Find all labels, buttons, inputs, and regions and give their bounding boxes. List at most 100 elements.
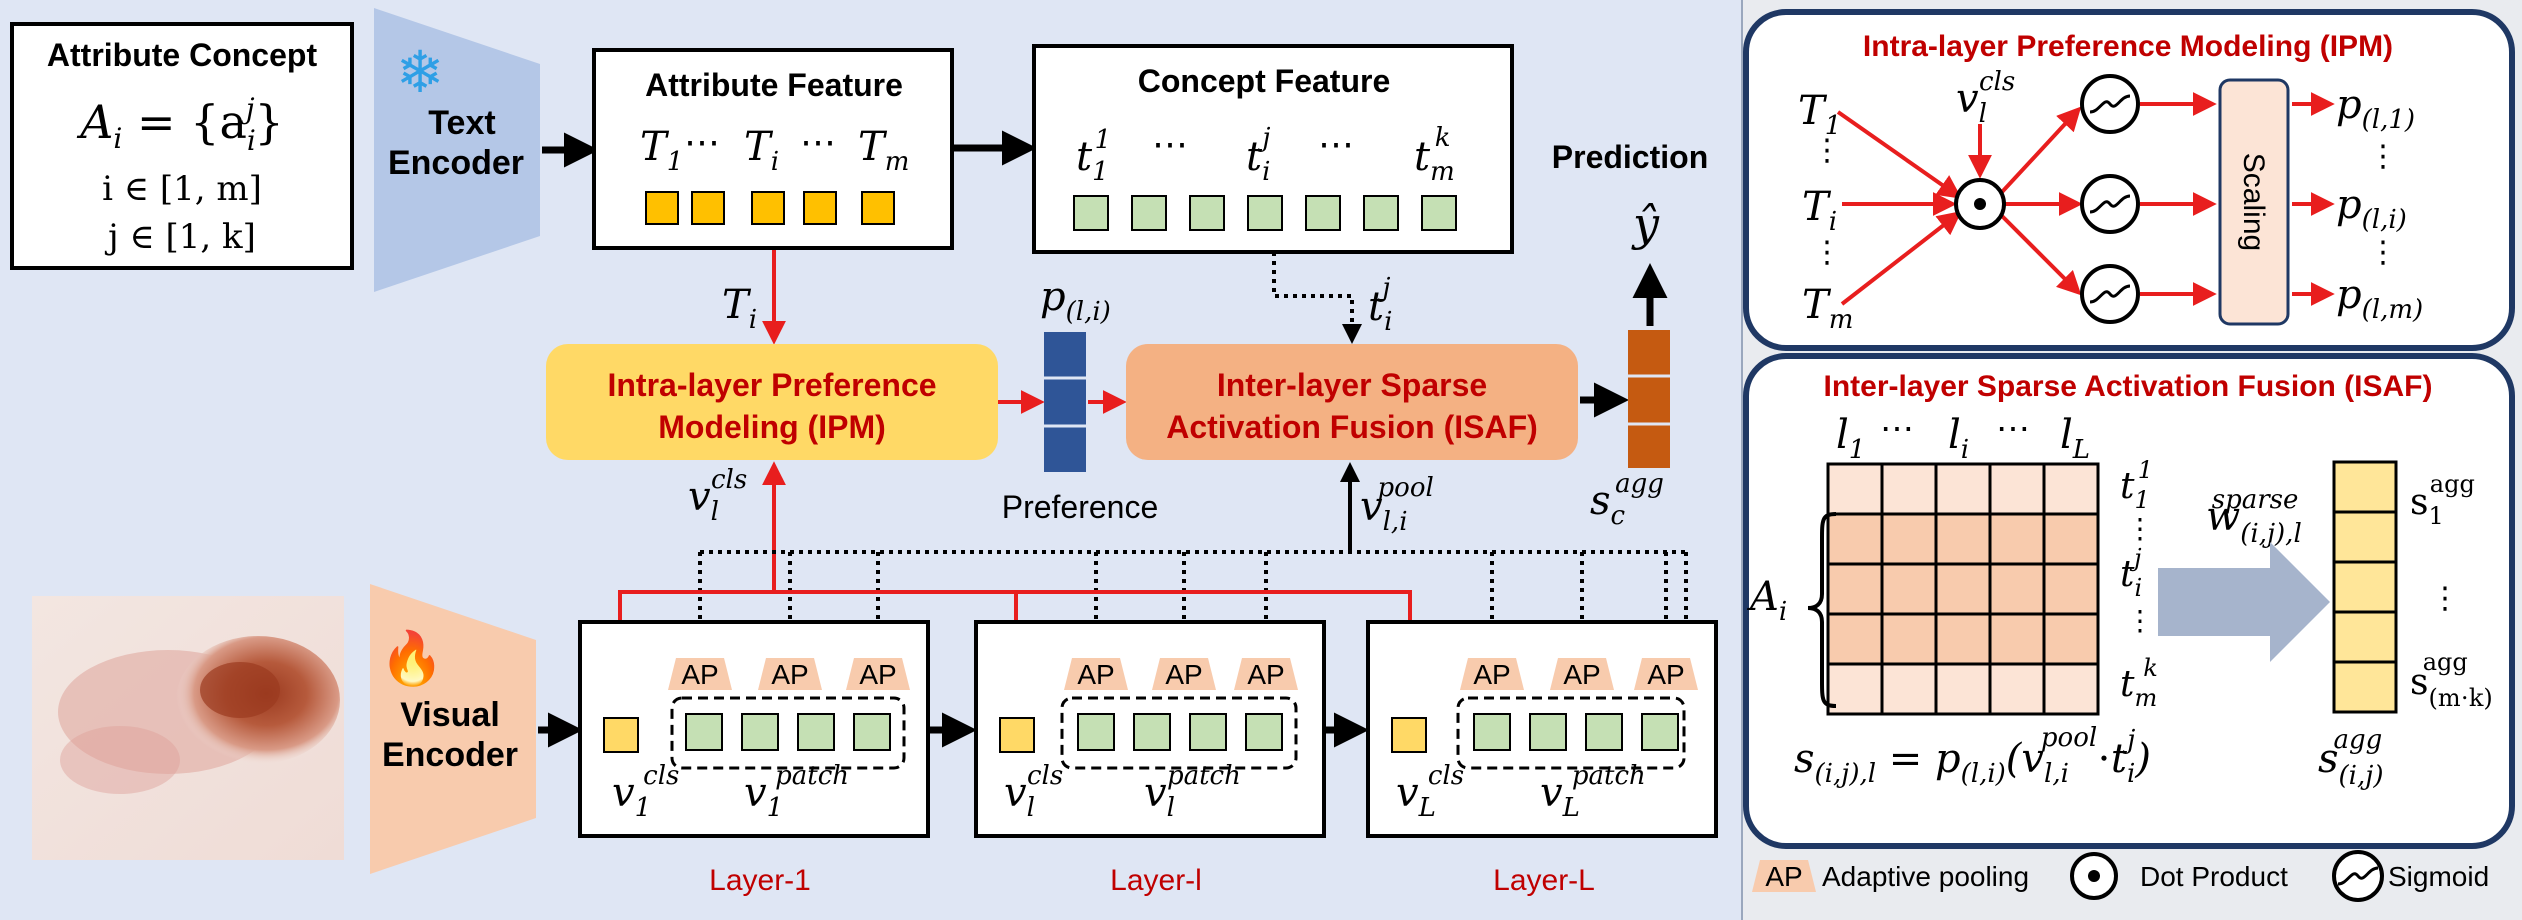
isaf-block-line2: Activation Fusion (ISAF) (1166, 409, 1538, 445)
prediction-yhat: ŷ (1631, 197, 1660, 251)
adaptive-pooling (668, 658, 732, 690)
ipm-block: Intra-layer Preference Modeling (IPM) (546, 344, 998, 460)
patch-token (1585, 713, 1623, 751)
cls-label: vLcls (1396, 761, 1464, 823)
matrix-cell (1826, 612, 1884, 666)
patch-token (741, 713, 779, 751)
text-encoder-label-1: Text (428, 104, 495, 142)
patch-group (1060, 696, 1298, 770)
isaf-panel: Inter-layer Sparse Activation Fusion (IS… (1743, 353, 2515, 849)
patch-label: v1patch (744, 761, 849, 823)
label-p-li: p(l,i) (1040, 274, 1111, 327)
isaf-formula: s(i,j),l = p(l,i)(vl,ipool⋅tij) (1794, 723, 2151, 789)
patch-token (1189, 713, 1227, 751)
patch-token (1641, 713, 1679, 751)
cls-token (999, 717, 1035, 753)
ipm-panel-Tm: Tm (1802, 282, 1853, 335)
concept-feature-ck: tmk (1414, 123, 1455, 187)
sigmoid-icon (2080, 74, 2140, 134)
matrix-cell (1988, 662, 2046, 716)
label-Ti: Ti (722, 282, 757, 335)
matrix-cell (1988, 562, 2046, 616)
concept-token (1073, 195, 1109, 231)
cls-token (1391, 717, 1427, 753)
ipm-panel-pm: p(l,m) (2336, 272, 2423, 325)
visual-encoder-label-1: Visual (400, 696, 500, 734)
legend-ap: AP (1765, 861, 1802, 892)
attribute-concept-range-i: i ∈ [1, m] (102, 169, 262, 209)
patch-token (853, 713, 891, 751)
isaf-sij: s(i,j)agg (2318, 725, 2383, 791)
concept-feature-title: Concept Feature (1138, 63, 1390, 99)
layer-name: Layer-l (1110, 864, 1202, 897)
text-encoder-label-2: Encoder (388, 144, 524, 182)
attribute-concept-box: Attribute Concept Ai = {aij} i ∈ [1, m] … (10, 22, 354, 270)
isaf-panel-title: Inter-layer Sparse Activation Fusion (IS… (1823, 370, 2432, 403)
concept-token (1305, 195, 1341, 231)
legend-sigmoid-icon (2332, 850, 2384, 902)
matrix-cell (1988, 512, 2046, 566)
adaptive-pooling (1634, 658, 1698, 690)
label-vpool: vl,ipool (1360, 473, 1434, 537)
concept-token (1247, 195, 1283, 231)
concept-feature-c1: t11 (1076, 125, 1111, 187)
matrix-cell (2042, 612, 2100, 666)
concept-token (1131, 195, 1167, 231)
isaf-col-dots-1: ⋯ (1880, 409, 1914, 449)
text-encoder: ❄ Text Encoder (374, 8, 540, 292)
ipm-panel-vdots-2: ⋮ (1812, 236, 1842, 269)
ipm-panel-Ti: Ti (1802, 184, 1837, 237)
sigmoid-icon (2080, 174, 2140, 234)
patch-token (1529, 713, 1567, 751)
patch-label: vlpatch (1144, 761, 1241, 823)
isaf-s-vdots: ⋮ (2430, 582, 2460, 615)
attribute-token (645, 191, 679, 225)
attribute-feature-tm: Tm (858, 124, 909, 177)
isaf-col-dots-2: ⋯ (1996, 409, 2030, 449)
preference-label: Preference (1002, 489, 1159, 525)
matrix-cell (1826, 562, 1884, 616)
ap-label: AP (1165, 659, 1202, 690)
isaf-col-l1: l1 (1836, 412, 1865, 465)
matrix-cell (1826, 512, 1884, 566)
attribute-token (803, 191, 837, 225)
isaf-row-vdots-2: ⋮ (2126, 605, 2154, 636)
agg-vector (2332, 460, 2398, 714)
cls-token (603, 717, 639, 753)
ipm-panel: Intra-layer Preference Modeling (IPM) T1… (1743, 9, 2515, 351)
attribute-feature-box: Attribute Feature T1 ⋯ Ti ⋯ Tm (592, 48, 954, 250)
scaling-label: Scaling (2237, 153, 2270, 251)
isaf-row-t1: t11 (2120, 456, 2153, 514)
matrix-cell (1934, 562, 1992, 616)
adaptive-pooling (846, 658, 910, 690)
adaptive-pooling (1550, 658, 1614, 690)
isaf-block-line1: Inter-layer Sparse (1217, 367, 1487, 403)
ap-label: AP (681, 659, 718, 690)
attribute-feature-dots-1: ⋯ (684, 122, 720, 163)
matrix-cell (2042, 512, 2100, 566)
ipm-panel-title: Intra-layer Preference Modeling (IPM) (1863, 30, 2393, 63)
ipm-panel-pi: p(l,i) (2336, 182, 2407, 235)
scaling-box (2218, 78, 2290, 326)
isaf-smk: s(m⋅k)agg (2410, 648, 2493, 712)
matrix-cell (1934, 662, 1992, 716)
attribute-feature-dots-2: ⋯ (800, 122, 836, 163)
isaf-matrix (1826, 462, 2100, 716)
label-vcls: vlcls (688, 465, 747, 527)
patch-token (1473, 713, 1511, 751)
attribute-concept-range-j: j ∈ [1, k] (104, 217, 256, 257)
attribute-concept-formula: Ai = {aij} (76, 92, 284, 157)
adaptive-pooling (1234, 658, 1298, 690)
ipm-panel-vdots-1: ⋮ (1812, 134, 1842, 167)
legend-sig-label: Sigmoid (2388, 861, 2489, 892)
concept-token (1421, 195, 1457, 231)
visual-encoder: 🔥 Visual Encoder (370, 584, 536, 874)
adaptive-pooling (1460, 658, 1524, 690)
patch-token (685, 713, 723, 751)
ipm-panel-v: vlcls (1956, 67, 2015, 129)
matrix-cell (2042, 562, 2100, 616)
